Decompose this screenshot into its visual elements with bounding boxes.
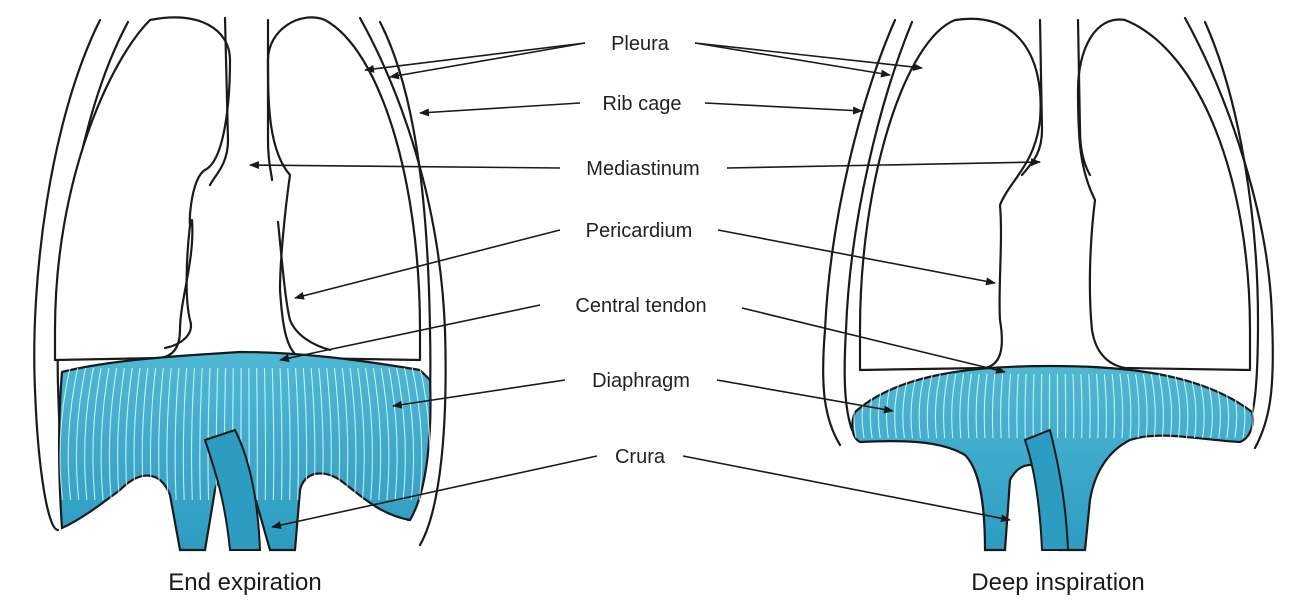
right-lung-cavity <box>268 17 420 360</box>
labels: Pleura Rib cage Mediastinum Pericardium … <box>540 28 742 469</box>
end-expiration-panel <box>34 17 445 550</box>
label-pleura: Pleura <box>611 33 670 55</box>
caption-end-expiration: End expiration <box>168 569 321 596</box>
left-lung-cavity <box>55 17 230 360</box>
pleura-pointer-right-2 <box>695 43 922 68</box>
label-rib-cage: Rib cage <box>603 93 682 115</box>
crura-pointer-right <box>683 456 1010 520</box>
pleura-pointer-left-2 <box>390 43 585 77</box>
rib-cage-pointer-left <box>420 103 580 113</box>
right-panel-left-lung-cavity <box>860 19 1041 370</box>
label-diaphragm: Diaphragm <box>592 370 690 392</box>
deep-inspiration-panel <box>823 18 1273 550</box>
pleura-pointer-right-1 <box>695 43 890 75</box>
label-mediastinum: Mediastinum <box>586 158 699 180</box>
pleura-pointer-left-1 <box>365 43 585 70</box>
muscle-fiber <box>257 368 258 500</box>
label-pericardium: Pericardium <box>586 220 693 242</box>
rib-cage-pointer-right <box>705 103 862 111</box>
caption-deep-inspiration: Deep inspiration <box>971 569 1144 596</box>
label-crura: Crura <box>615 446 666 468</box>
label-central-tendon: Central tendon <box>575 295 706 317</box>
